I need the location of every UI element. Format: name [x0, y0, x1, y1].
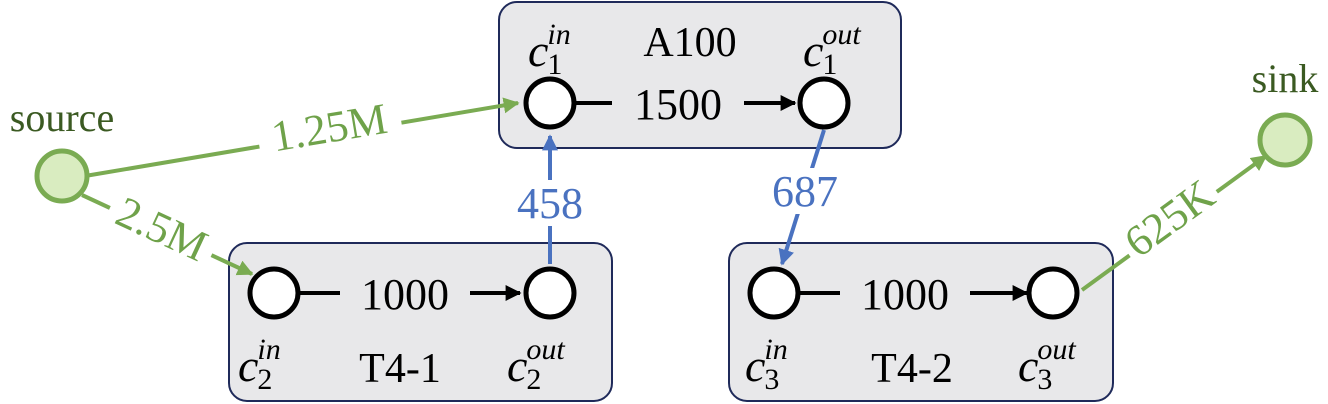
edge-label-t4-1-a100: 458 [517, 179, 583, 228]
capacity-a100: 1500 [634, 80, 722, 129]
capacity-t4-2: 1000 [861, 270, 949, 319]
label-c3-in: c3in [745, 333, 788, 396]
c1-out-node [797, 76, 851, 130]
edge-label-a100-t4-2: 687 [772, 167, 838, 216]
label-c1-out: c1out [803, 18, 861, 81]
c3-in-node [747, 266, 801, 320]
c2-in-node [247, 266, 301, 320]
c1-in-node [523, 76, 577, 130]
label-c3-out: c3out [1018, 333, 1076, 396]
sink-label: sink [1252, 56, 1319, 101]
sink-node [1257, 112, 1313, 168]
gpu-name-t4-2: T4-2 [871, 346, 953, 392]
c2-out-node [523, 266, 577, 320]
c3-out-node [1026, 266, 1080, 320]
label-c1-in: c1in [528, 18, 571, 81]
edge-label-source-t4-1: 2.5M [109, 187, 215, 271]
gpu-name-t4-1: T4-1 [359, 346, 441, 392]
edge-label-source-a100: 1.25M [268, 94, 391, 161]
gpu-box-t4-2 [728, 242, 1114, 402]
gpu-name-a100: A100 [643, 20, 736, 66]
gpu-box-t4-1 [228, 242, 613, 402]
label-c2-in: c2in [238, 333, 281, 396]
source-label: source [10, 95, 114, 140]
source-node [34, 148, 90, 204]
label-c2-out: c2out [507, 333, 565, 396]
capacity-t4-1: 1000 [361, 270, 449, 319]
